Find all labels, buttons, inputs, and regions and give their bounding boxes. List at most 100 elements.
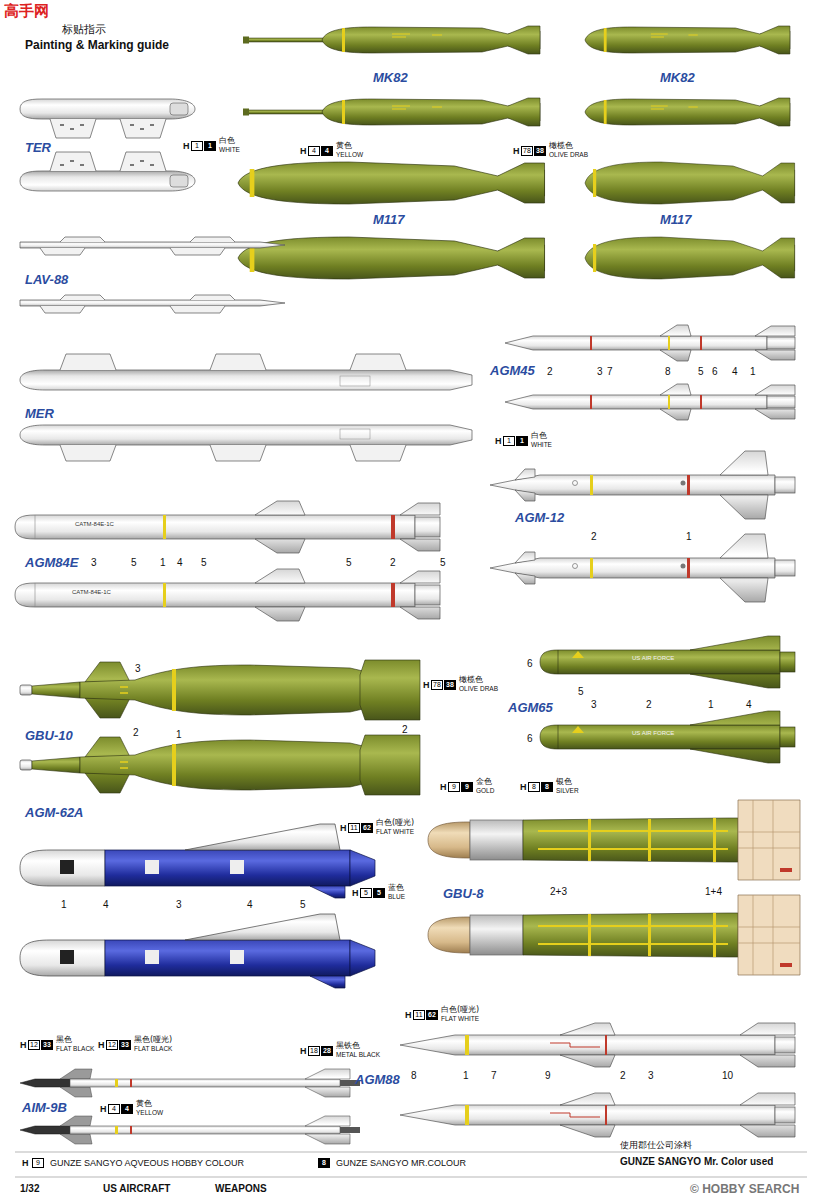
- weapon-name: GBU-8: [443, 886, 483, 901]
- legend-text: GUNZE SANGYO AQVEOUS HOBBY COLOUR: [50, 1158, 244, 1168]
- callout-number: 1+4: [705, 886, 722, 897]
- callout-number: 5: [131, 557, 137, 568]
- callout-number: 5: [440, 557, 446, 568]
- color-name-zh: 黑色(哑光): [134, 1035, 172, 1045]
- footer-text: WEAPONS: [215, 1183, 267, 1194]
- color-name-zh: 蓝色: [388, 883, 404, 893]
- paint-code: 4: [108, 1104, 120, 1114]
- callout-number: 1: [750, 366, 756, 377]
- callout-number: 9: [545, 1070, 551, 1081]
- callout-number: 4: [732, 366, 738, 377]
- paint-code: 18: [308, 1046, 320, 1056]
- weapon-name: AGM-12: [515, 510, 564, 525]
- callout-number: 6: [527, 658, 533, 669]
- paint-code-black: 1: [204, 141, 216, 151]
- stencil-marking: CATM-84E-1C: [72, 589, 111, 595]
- paint-code: 4: [308, 146, 320, 156]
- color-name-en: OLIVE DRAB: [459, 685, 498, 693]
- color-name-en: METAL BLACK: [336, 1051, 380, 1059]
- weapon-name: TER: [25, 140, 51, 155]
- paint-code: 9: [32, 1158, 44, 1168]
- paint-code-black: 33: [119, 1040, 131, 1050]
- footer-text: 使用郡仕公司涂料: [620, 1139, 692, 1152]
- color-name-zh: 金色: [476, 777, 492, 787]
- color-name-en: BLUE: [388, 893, 405, 901]
- paint-code: 1: [191, 141, 203, 151]
- paint-code: 12: [28, 1040, 40, 1050]
- weapon-name: AIM-9B: [22, 1100, 67, 1115]
- callout-number: 2: [620, 1070, 626, 1081]
- callout-number: 2: [646, 699, 652, 710]
- color-name-en: SILVER: [556, 787, 579, 795]
- stencil-marking: CATM-84E-1C: [75, 521, 114, 527]
- weapon-name: AGM65: [508, 700, 553, 715]
- paint-code: 11: [413, 1010, 425, 1020]
- weapon-name: AGM88: [355, 1072, 400, 1087]
- page-title: Painting & Marking guide: [25, 38, 169, 52]
- paint-code-black: 38: [534, 146, 546, 156]
- callout-number: 10: [722, 1070, 733, 1081]
- callout-number: 5: [201, 557, 207, 568]
- callout-number: 1: [463, 1070, 469, 1081]
- weapon-name: GBU-10: [25, 728, 73, 743]
- color-name-en: YELLOW: [136, 1109, 163, 1117]
- color-name-zh: 白色: [219, 136, 235, 146]
- paint-prefix: H: [98, 1040, 105, 1050]
- footer-text: GUNZE SANGYO Mr. Color used: [620, 1156, 773, 1167]
- color-name-en: YELLOW: [336, 151, 363, 159]
- callout-number: 5: [578, 686, 584, 697]
- callout-number: 2: [547, 366, 553, 377]
- paint-code: 1: [503, 436, 515, 446]
- callout-number: 3: [597, 366, 603, 377]
- color-name-zh: 白色(哑光): [441, 1005, 479, 1015]
- color-name-en: FLAT WHITE: [441, 1015, 479, 1023]
- color-name-en: WHITE: [219, 146, 240, 154]
- callout-number: 8: [411, 1070, 417, 1081]
- paint-prefix: H: [520, 782, 527, 792]
- callout-number: 1: [160, 557, 166, 568]
- paint-code: 78: [521, 146, 533, 156]
- paint-prefix: H: [300, 1046, 307, 1056]
- callout-number: 5: [698, 366, 704, 377]
- paint-code-black: 62: [426, 1010, 438, 1020]
- weapon-name: M117: [373, 212, 405, 227]
- callout-number: 2: [591, 531, 597, 542]
- stencil-marking: US AIR FORCE: [632, 730, 674, 736]
- weapon-name: AGM84E: [25, 555, 78, 570]
- weapon-name: LAV-88: [25, 272, 68, 287]
- color-name-zh: 银色: [556, 777, 572, 787]
- color-name-zh: 橄榄色: [459, 675, 483, 685]
- paint-code-black: 62: [361, 823, 373, 833]
- watermark: © HOBBY SEARCH: [690, 1182, 799, 1196]
- color-name-zh: 白色(哑光): [376, 818, 414, 828]
- callout-number: 1: [686, 531, 692, 542]
- color-name-en: OLIVE DRAB: [549, 151, 588, 159]
- callout-number: 4: [746, 699, 752, 710]
- paint-code: 8: [528, 782, 540, 792]
- callout-number: 4: [247, 899, 253, 910]
- paint-prefix: H: [100, 1104, 107, 1114]
- callout-number: 8: [665, 366, 671, 377]
- callout-number: 7: [607, 366, 613, 377]
- callout-number: 6: [527, 733, 533, 744]
- paint-code-black: 38: [444, 680, 456, 690]
- color-name-zh: 白色: [531, 431, 547, 441]
- callout-number: 3: [91, 557, 97, 568]
- paint-prefix: H: [183, 141, 190, 151]
- paint-code-black: 8: [541, 782, 553, 792]
- callout-number: 2: [390, 557, 396, 568]
- paint-prefix: H: [20, 1040, 27, 1050]
- color-name-zh: 黄色: [336, 141, 352, 151]
- legend-entry: GUNZE SANGYO AQVEOUS HOBBY COLOUR: [50, 1158, 244, 1168]
- subtitle: 标贴指示: [62, 22, 106, 37]
- callout-number: 7: [491, 1070, 497, 1081]
- weapon-name: AGM45: [490, 363, 535, 378]
- color-name-en: GOLD: [476, 787, 494, 795]
- callout-number: 3: [176, 899, 182, 910]
- color-name-en: WHITE: [531, 441, 552, 449]
- footer-text: US AIRCRAFT: [103, 1183, 170, 1194]
- paint-prefix: H: [22, 1158, 29, 1168]
- weapon-name: MK82: [373, 70, 408, 85]
- paint-prefix: H: [423, 680, 430, 690]
- paint-prefix: H: [300, 146, 307, 156]
